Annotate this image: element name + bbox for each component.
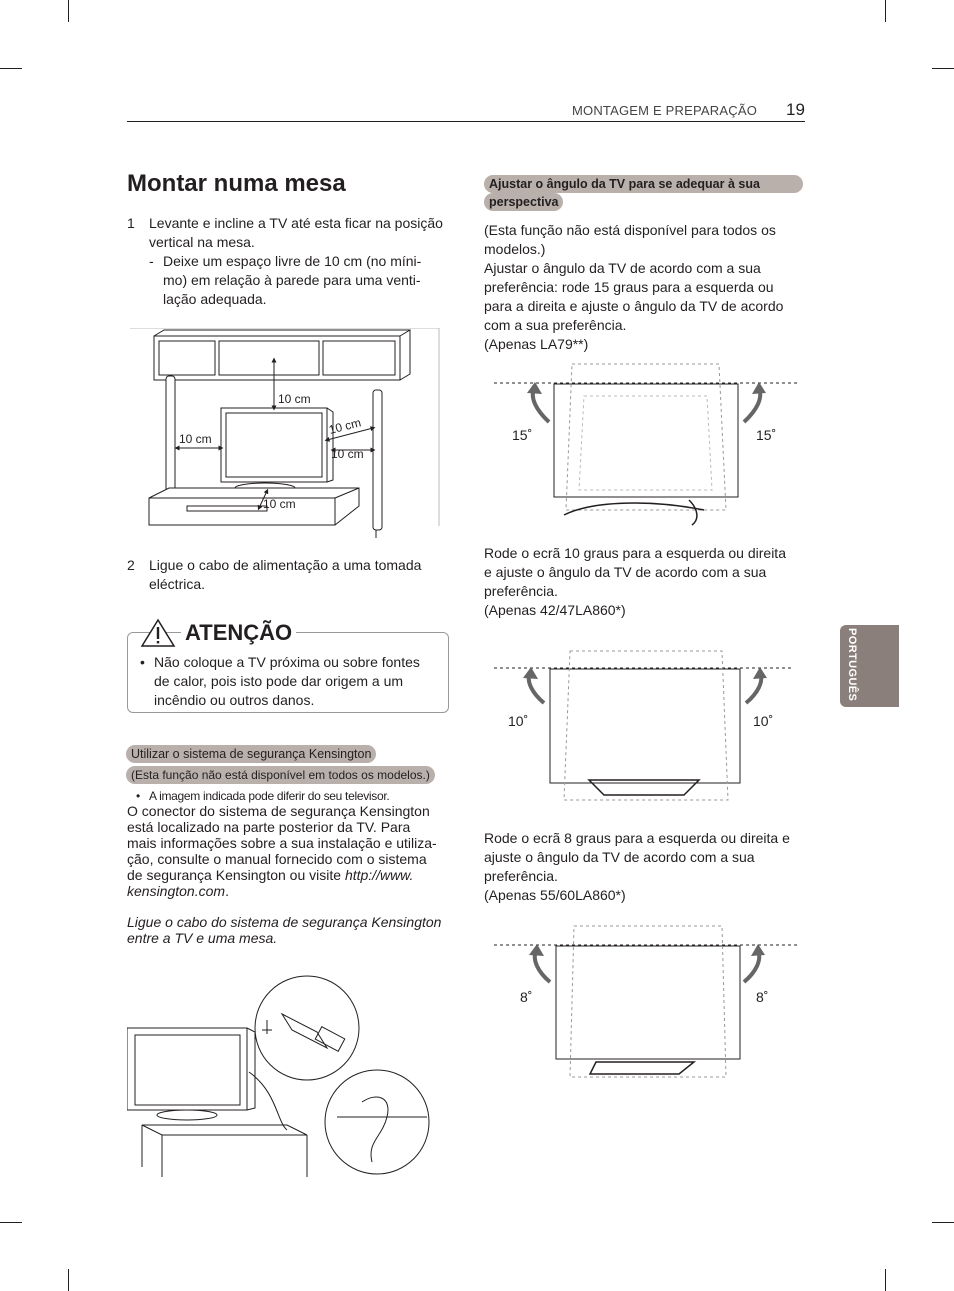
step-1-line: Levante e incline a TV até esta ficar na… xyxy=(149,215,443,231)
kensington-link[interactable]: kensington.com xyxy=(127,883,226,899)
angle-right-label: 8˚ xyxy=(756,989,768,1005)
kensington-note-bullet: • xyxy=(136,789,141,803)
language-tab xyxy=(840,625,899,707)
step-1-dash: - xyxy=(149,253,154,269)
kensington-subheading: (Esta função não está disponível em todo… xyxy=(126,766,435,784)
caution-line: de calor, pois isto pode dar origem a um xyxy=(154,673,404,689)
page-number: 19 xyxy=(786,100,805,119)
kensington-note: A imagem indicada pode diferir do seu te… xyxy=(149,789,390,803)
step-2-number: 2 xyxy=(127,557,135,573)
caution-line: incêndio ou outros danos. xyxy=(154,692,315,708)
step-1-number: 1 xyxy=(127,215,135,231)
step-2-line: eléctrica. xyxy=(149,576,206,592)
angle-left-label: 8˚ xyxy=(520,989,532,1005)
clearance-right-label: 10 cm xyxy=(331,447,364,461)
crop-mark xyxy=(885,1269,886,1291)
caution-title: ATENÇÃO xyxy=(181,620,297,646)
step-1-sub: lação adequada. xyxy=(163,291,267,307)
crop-mark xyxy=(932,1222,954,1223)
angle-right-label: 10˚ xyxy=(753,713,773,729)
crop-mark xyxy=(68,1269,69,1291)
section-header: MONTAGEM E PREPARAÇÃO xyxy=(572,103,758,118)
step-2-line: Ligue o cabo de alimentação a uma tomada xyxy=(149,557,422,573)
angle-heading-cont: perspectiva xyxy=(484,193,564,211)
header-rule xyxy=(127,121,805,122)
swivel-8-figure: 8˚ 8˚ xyxy=(494,925,799,1078)
clearance-bottom-label: 10 cm xyxy=(263,497,296,511)
angle-intro: (Esta função não está disponível para to… xyxy=(484,222,784,352)
swivel-15-figure: 15˚ 15˚ xyxy=(494,363,799,526)
clearance-left-label: 10 cm xyxy=(179,432,212,446)
page-title: Montar numa mesa xyxy=(127,170,346,197)
step-1-line: vertical na mesa. xyxy=(149,234,255,250)
kensington-heading: Utilizar o sistema de segurança Kensingt… xyxy=(126,745,377,763)
table-mount-figure: 10 cm 10 cm 10 cm 10 cm 10 cm xyxy=(130,328,440,538)
clearance-top-label: 10 cm xyxy=(278,392,311,406)
crop-mark xyxy=(0,68,22,69)
kensington-instruction: Ligue o cabo do sistema de segurança Ken… xyxy=(127,914,442,946)
crop-mark xyxy=(885,0,886,22)
step-1-sub: Deixe um espaço livre de 10 cm (no míni- xyxy=(163,253,422,269)
angle-heading: Ajustar o ângulo da TV para se adequar à… xyxy=(484,175,803,193)
angle-left-label: 15˚ xyxy=(512,427,532,443)
warning-icon xyxy=(140,618,176,647)
kensington-paragraph: O conector do sistema de segurança Kensi… xyxy=(127,803,437,899)
crop-mark xyxy=(932,68,954,69)
crop-mark xyxy=(68,0,69,22)
caution-line: Não coloque a TV próxima ou sobre fontes xyxy=(154,654,420,670)
angle-right-label: 15˚ xyxy=(756,427,776,443)
language-tab-label: PORTUGUÊS xyxy=(846,628,858,702)
caution-bullet: • xyxy=(140,654,145,670)
swivel-8-text: Rode o ecrã 8 graus para a esquerda ou d… xyxy=(484,830,790,903)
angle-left-label: 10˚ xyxy=(508,713,528,729)
crop-mark xyxy=(0,1222,22,1223)
swivel-10-text: Rode o ecrã 10 graus para a esquerda ou … xyxy=(484,545,786,618)
kensington-figure xyxy=(127,975,430,1177)
swivel-10-figure: 10˚ 10˚ xyxy=(494,650,794,801)
step-1-sub: mo) em relação à parede para uma venti- xyxy=(163,272,421,288)
kensington-link[interactable]: http://www. xyxy=(344,867,414,883)
